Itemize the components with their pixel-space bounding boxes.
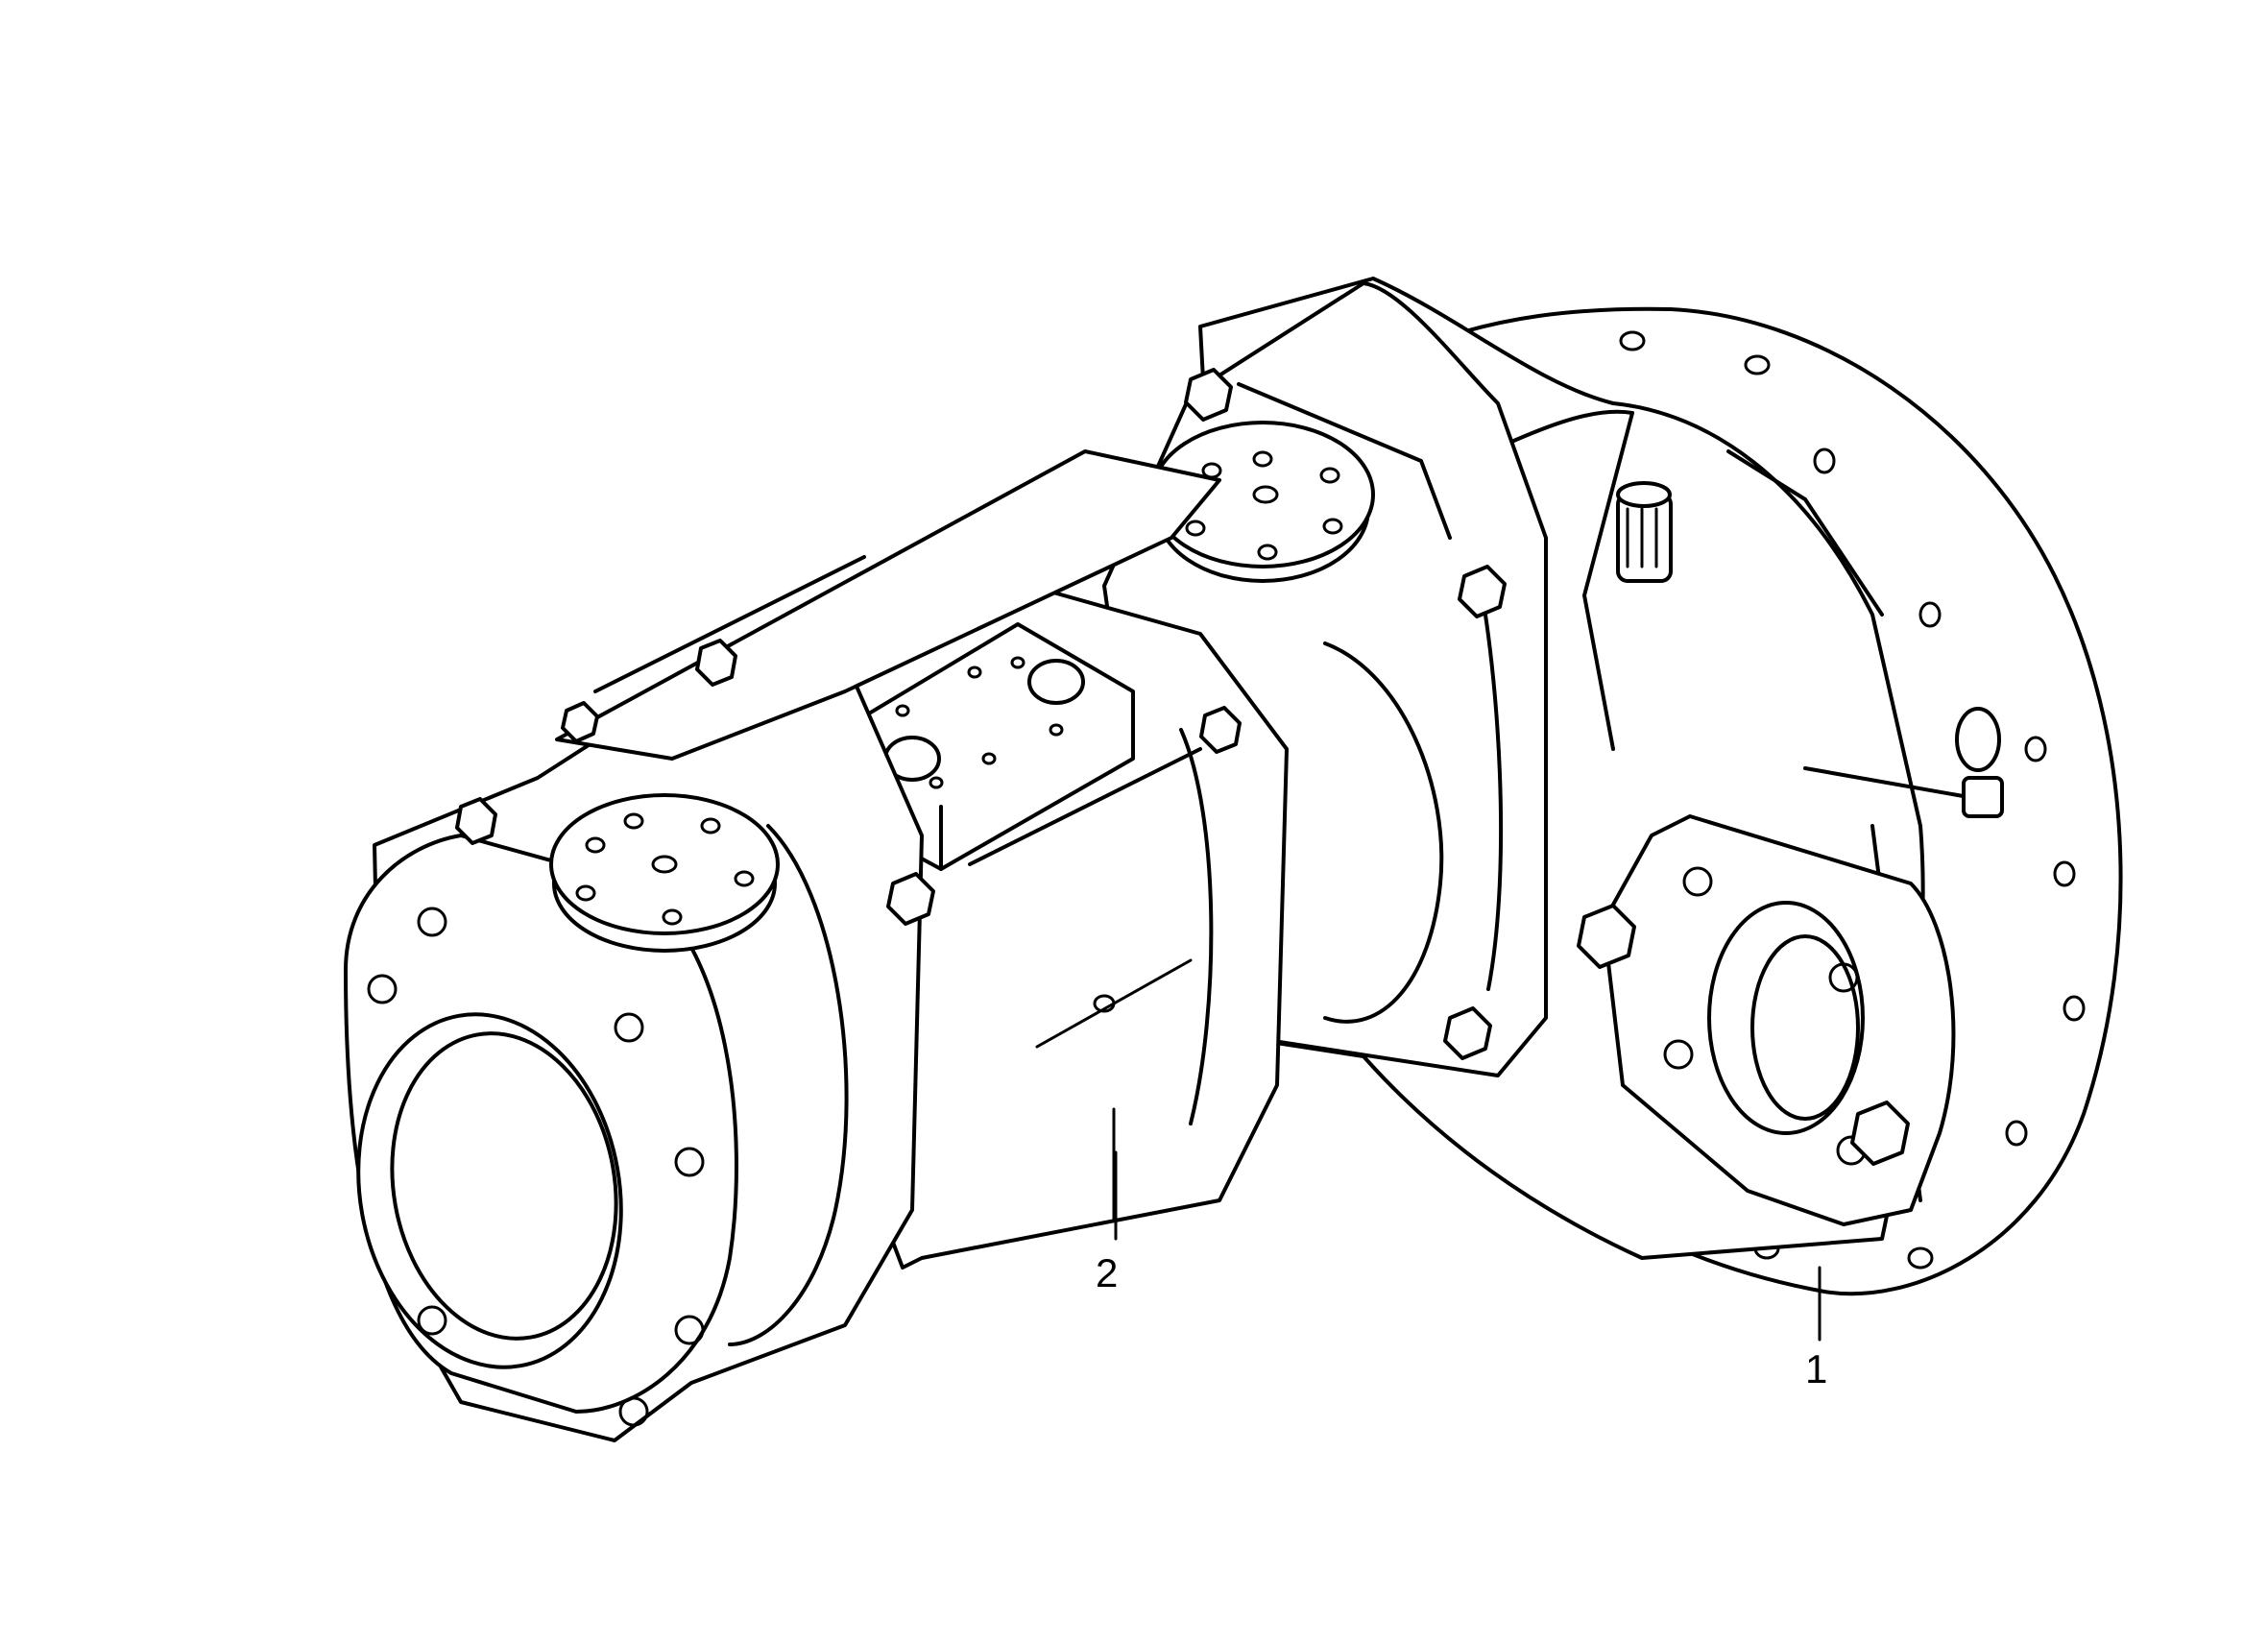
breather-fitting — [1616, 481, 1673, 583]
eye-bolt — [1955, 707, 2004, 818]
housing-bolts — [455, 368, 1507, 1060]
front-cover-plate — [344, 834, 738, 1427]
callout-label-1: 1 — [1805, 1346, 1828, 1391]
callout-label-2: 2 — [1096, 1250, 1119, 1295]
auxiliary-drive-flange — [1577, 814, 1956, 1226]
front-top-cover — [549, 793, 780, 953]
rear-top-cover — [1150, 421, 1375, 583]
